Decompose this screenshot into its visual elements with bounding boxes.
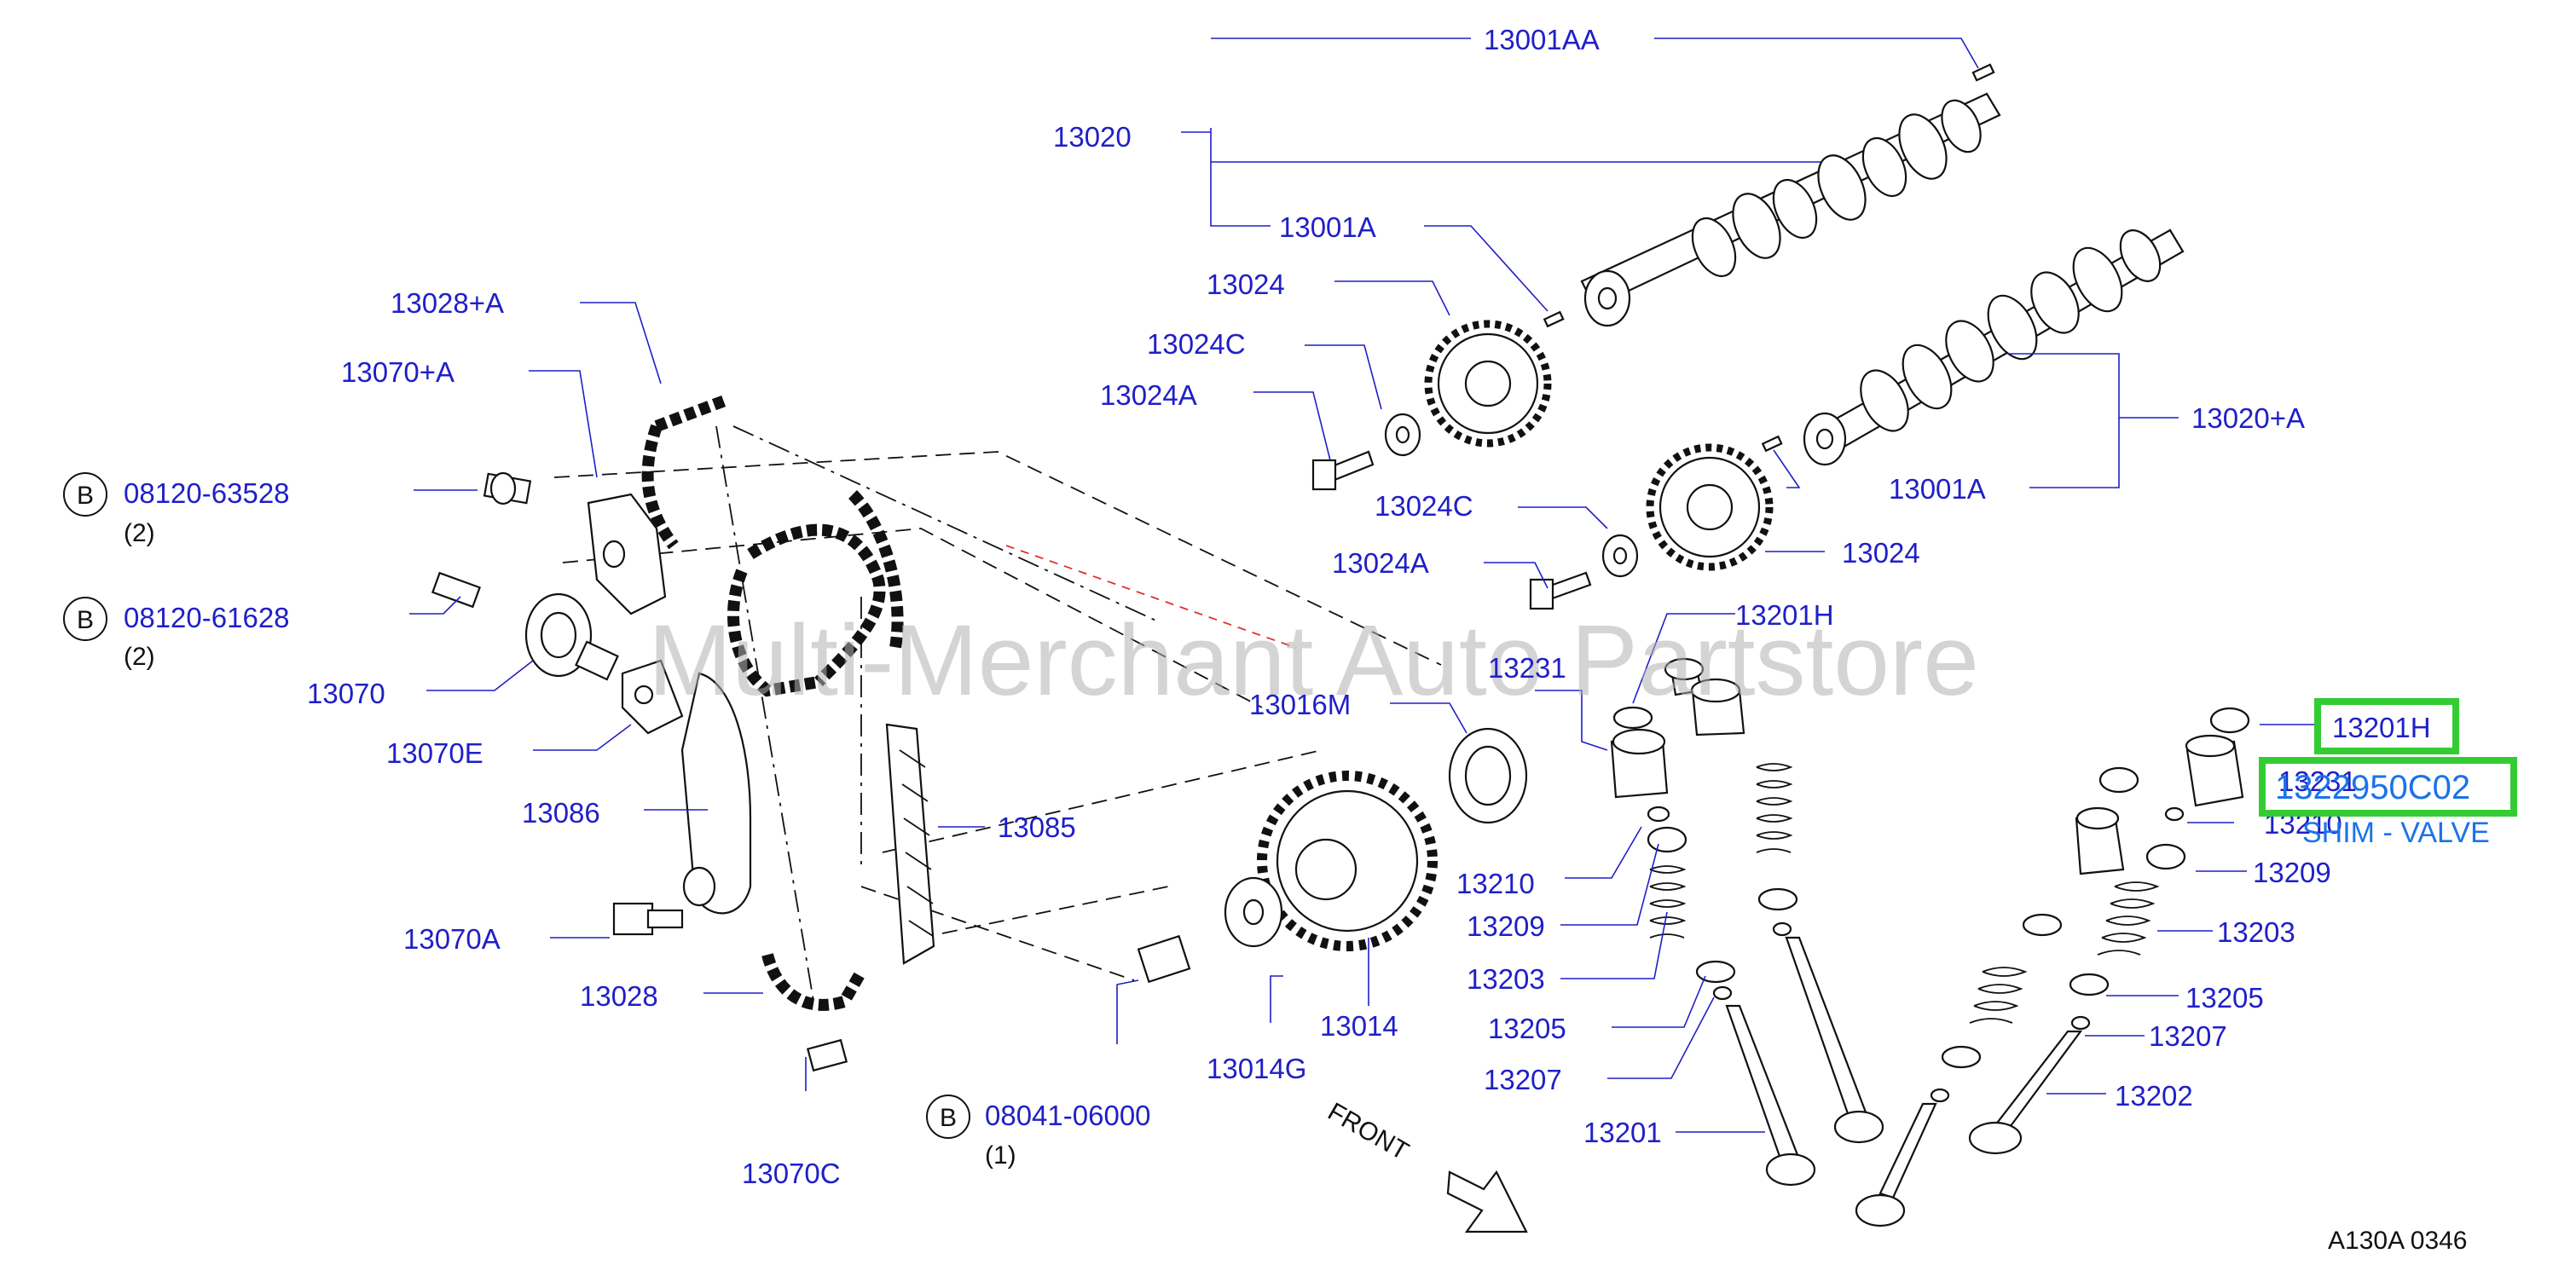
label-13209-left[interactable]: 13209 (1467, 910, 1545, 942)
label-13024C-mid[interactable]: 13024C (1375, 490, 1473, 522)
label-13070-plus-a[interactable]: 13070+A (341, 356, 454, 388)
label-08120-63528[interactable]: 08120-63528 (124, 477, 290, 509)
crank-sprocket (1137, 727, 1528, 984)
label-13024A-mid[interactable]: 13024A (1332, 547, 1429, 579)
front-label: FRONT (1323, 1097, 1414, 1165)
diagram-code: A130A 0346 (2328, 1227, 2468, 1255)
qty-08120-61628: (2) (124, 643, 155, 671)
label-13016M[interactable]: 13016M (1249, 689, 1351, 720)
label-08120-61628[interactable]: 08120-61628 (124, 602, 290, 633)
label-13070C[interactable]: 13070C (742, 1158, 841, 1189)
label-13209-right[interactable]: 13209 (2253, 857, 2331, 888)
label-13201[interactable]: 13201 (1583, 1117, 1662, 1148)
shim-description: SHIM - VALVE (2302, 817, 2490, 849)
label-13001A-mid[interactable]: 13001A (1889, 473, 1986, 505)
label-13024-mid[interactable]: 13024 (1842, 537, 1920, 569)
valve-stack-left (1610, 657, 1884, 1187)
label-13205-left[interactable]: 13205 (1488, 1013, 1566, 1044)
bolt-marker-06000: B (926, 1095, 970, 1139)
label-13028-plus-a[interactable]: 13028+A (391, 287, 504, 319)
chain-guide-slack (806, 723, 935, 1072)
qty-08041-06000: (1) (985, 1141, 1016, 1170)
label-13014G[interactable]: 13014G (1207, 1053, 1306, 1084)
label-13028[interactable]: 13028 (580, 980, 658, 1012)
leader-lines (409, 38, 2319, 1133)
timing-chain-upper (641, 395, 904, 697)
front-arrow: FRONT (1323, 1097, 1528, 1233)
label-13014[interactable]: 13014 (1320, 1010, 1398, 1042)
part-labels: 13001AA 13020 13001A 13024 13024C 13024A… (124, 24, 2431, 1189)
label-13024-top[interactable]: 13024 (1207, 269, 1285, 300)
chain-tensioner-upper (483, 471, 667, 615)
cam-lobes-lower (1860, 229, 2162, 432)
label-13201H-left[interactable]: 13201H (1735, 599, 1834, 631)
label-13086[interactable]: 13086 (522, 797, 600, 829)
timing-dash-lines (553, 425, 1442, 1007)
label-13020-plus-a[interactable]: 13020+A (2191, 402, 2305, 434)
highlight-shim-valve[interactable]: 1322950C02 SHIM - VALVE (2259, 757, 2517, 849)
label-13231-left[interactable]: 13231 (1488, 652, 1566, 684)
valve-stack-right (1855, 707, 2250, 1227)
label-13024A-top[interactable]: 13024A (1100, 379, 1197, 411)
highlight-13201H[interactable] (2314, 698, 2459, 754)
label-13070[interactable]: 13070 (307, 678, 385, 709)
bolt-marker-63528: B (63, 472, 107, 517)
label-13203-left[interactable]: 13203 (1467, 963, 1545, 995)
label-13202[interactable]: 13202 (2115, 1080, 2193, 1112)
label-13001AA[interactable]: 13001AA (1484, 24, 1600, 55)
label-13231-right[interactable]: 13231 (2278, 765, 2357, 797)
timing-chain-lower (761, 953, 867, 1011)
label-13207-right[interactable]: 13207 (2149, 1020, 2227, 1052)
label-13001A-top[interactable]: 13001A (1279, 211, 1376, 243)
svg-text:B: B (77, 482, 94, 510)
camshaft-upper (1543, 63, 2001, 328)
watermark: Multi-Merchant Auto Partstore (648, 604, 1979, 717)
chain-guide-tension (612, 672, 752, 936)
label-08041-06000[interactable]: 08041-06000 (985, 1100, 1151, 1131)
sprocket-upper (1311, 320, 1552, 491)
svg-text:B: B (940, 1104, 957, 1132)
label-13203-right[interactable]: 13203 (2217, 916, 2295, 948)
label-13210-left[interactable]: 13210 (1456, 868, 1535, 899)
label-13070A[interactable]: 13070A (403, 923, 501, 955)
label-13020[interactable]: 13020 (1053, 121, 1132, 153)
svg-text:B: B (77, 606, 94, 634)
chain-tensioner (431, 571, 684, 735)
camshaft-lower (1761, 228, 2185, 466)
sprocket-middle (1529, 443, 1774, 610)
label-13205-right[interactable]: 13205 (2185, 982, 2264, 1014)
label-13070E[interactable]: 13070E (386, 737, 483, 769)
qty-08120-63528: (2) (124, 519, 155, 547)
label-13024C-top[interactable]: 13024C (1147, 328, 1246, 360)
label-13207-left[interactable]: 13207 (1484, 1064, 1562, 1095)
label-13085[interactable]: 13085 (998, 812, 1076, 843)
cam-lobes-upper (1691, 99, 1982, 278)
bolt-marker-61628: B (63, 597, 107, 641)
label-13201H-right[interactable]: 13201H (2332, 712, 2431, 743)
shim-part-number[interactable]: 1322950C02 (2275, 769, 2470, 806)
